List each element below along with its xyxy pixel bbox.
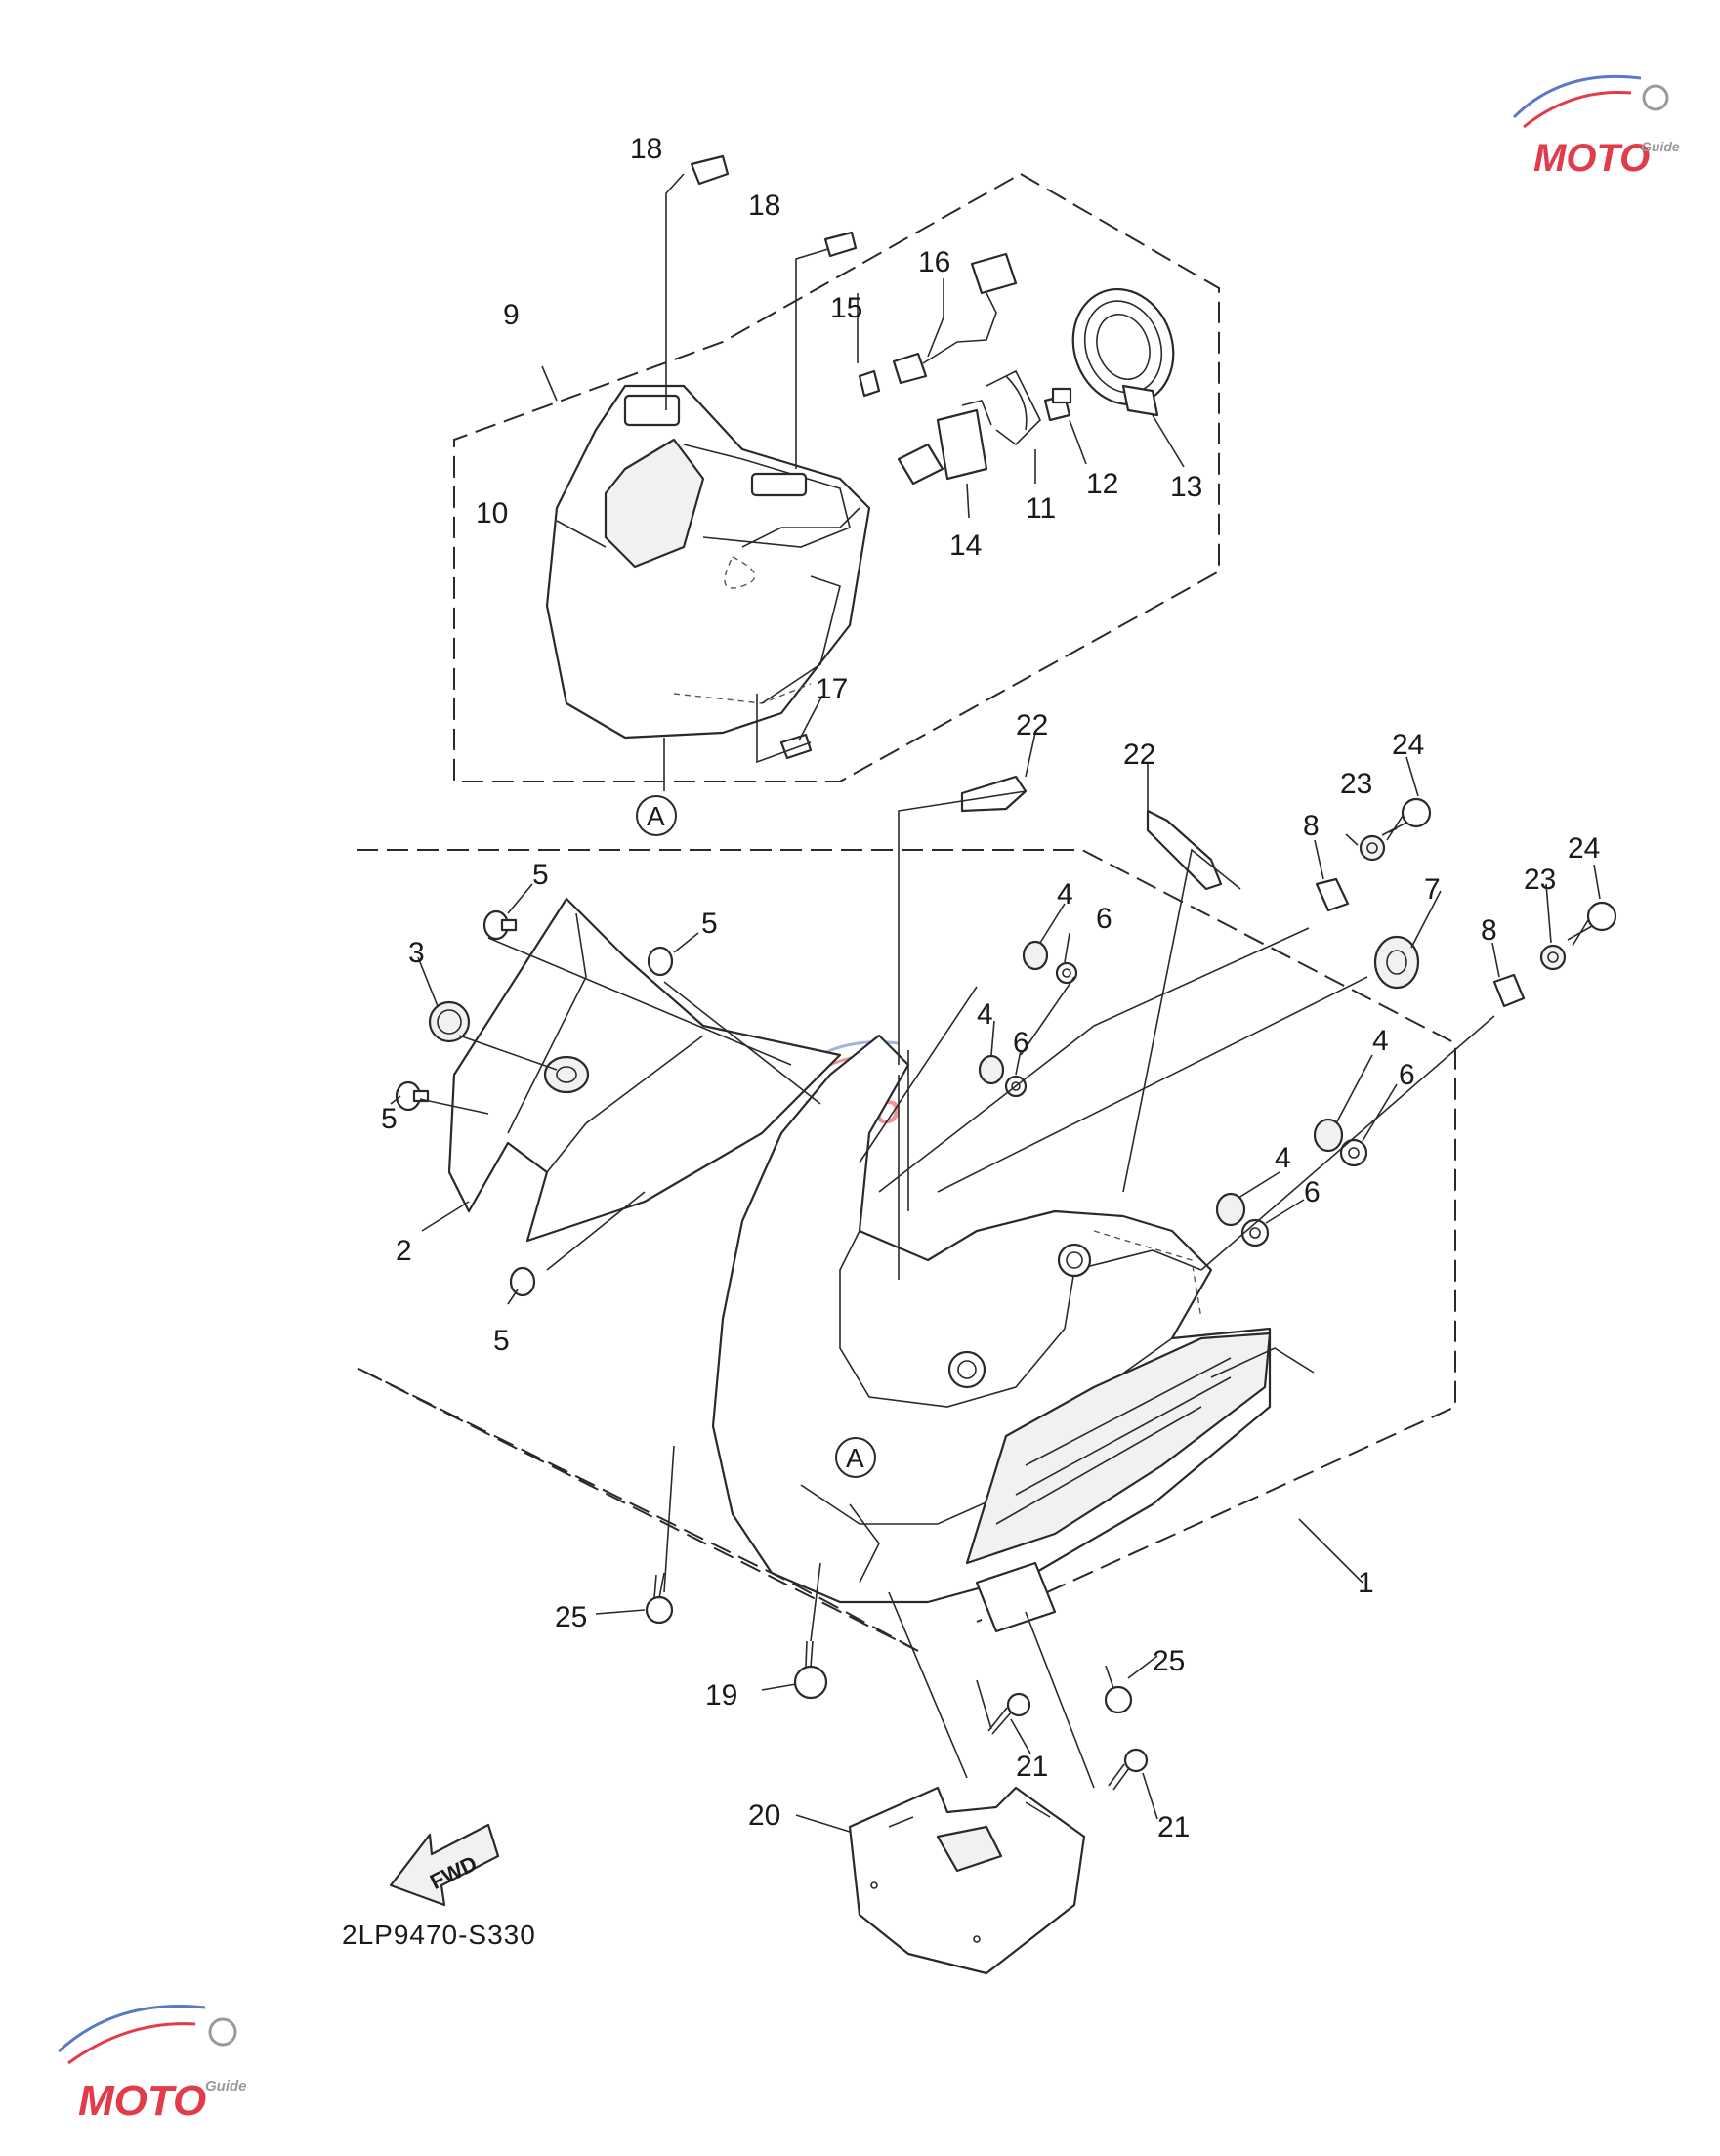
- callout-23a: 23: [1340, 768, 1372, 800]
- washer-6-c: [1339, 1138, 1368, 1167]
- callout-23b: 23: [1524, 864, 1556, 896]
- callout-25a: 25: [555, 1601, 587, 1633]
- bracket-20: [848, 1786, 1086, 1975]
- callout-5a: 5: [532, 859, 549, 891]
- callout-6c: 6: [1399, 1059, 1415, 1091]
- callout-1: 1: [1358, 1567, 1374, 1599]
- nut-8-b: [1492, 973, 1526, 1008]
- cowling-group-boundary: [356, 849, 1456, 1652]
- callout-18b: 18: [748, 190, 780, 222]
- seal-22-a: [960, 775, 1028, 813]
- callout-8a: 8: [1303, 810, 1320, 842]
- callout-5d: 5: [493, 1325, 510, 1357]
- damper-4-c: [1313, 1118, 1344, 1153]
- watermark-logo-bottom: MOTO Guide: [57, 2004, 247, 2125]
- callout-7: 7: [1424, 873, 1441, 906]
- front-cowl-1: [711, 1034, 1272, 1633]
- screw-24-b: [1567, 901, 1617, 947]
- leader-lines: [390, 173, 1601, 1833]
- inner-panel-2: [447, 897, 842, 1243]
- watermark-brand-bottom: MOTO: [78, 2077, 206, 2125]
- callout-4b: 4: [977, 998, 993, 1031]
- bulb-spring-11: [986, 369, 1041, 446]
- screw-21-b: [1108, 1748, 1149, 1791]
- rivet-5-c: [395, 1080, 430, 1112]
- callout-17: 17: [816, 673, 848, 705]
- callout-labels: 1 2 3 4 4 4 4 5 5 5 5 6 6 6 6 7 8 8 9 10…: [381, 133, 1600, 1843]
- callout-22a: 22: [1016, 709, 1048, 741]
- callout-21a: 21: [1016, 1751, 1048, 1783]
- headlight-lens-assembly: [545, 384, 871, 740]
- svg-text:A: A: [846, 1443, 864, 1473]
- watermark-tagline-bottom: Guide: [205, 2078, 247, 2094]
- grommet-3: [428, 1000, 471, 1043]
- screw-25-a: [645, 1572, 674, 1625]
- callout-2: 2: [396, 1235, 412, 1267]
- clip-17: [779, 733, 813, 760]
- clip-18-upper: [690, 154, 730, 186]
- screw-24-a: [1381, 797, 1432, 841]
- watermark-logo-top: MOTO Guide: [1512, 74, 1680, 180]
- reference-marker-a-upper: A: [636, 795, 677, 836]
- drawing-code: 2LP9470-S330: [342, 1920, 536, 1950]
- callout-4a: 4: [1057, 878, 1073, 910]
- callout-24b: 24: [1568, 832, 1600, 865]
- callout-6b: 6: [1013, 1027, 1029, 1059]
- bulb-cover-13: [1071, 287, 1175, 417]
- callout-15: 15: [830, 292, 862, 324]
- nut-8-a: [1315, 877, 1350, 912]
- rivet-5-a: [482, 909, 518, 941]
- clip-18-lower: [823, 231, 858, 258]
- watermark-brand: MOTO: [1533, 137, 1650, 180]
- bolt-19: [793, 1640, 828, 1700]
- callout-24a: 24: [1392, 729, 1424, 761]
- bolt-12: [1043, 387, 1072, 422]
- seal-22-b: [1146, 809, 1223, 891]
- washer-6-d: [1240, 1218, 1270, 1247]
- callout-18a: 18: [630, 133, 662, 165]
- fwd-arrow-icon: FWD: [389, 1823, 500, 1907]
- damper-4-d: [1215, 1192, 1246, 1227]
- callout-10: 10: [476, 497, 508, 529]
- washer-6-a: [1055, 961, 1078, 985]
- collar-23-b: [1539, 944, 1567, 971]
- callout-8b: 8: [1481, 914, 1497, 947]
- callout-19: 19: [705, 1679, 737, 1712]
- callout-21b: 21: [1157, 1811, 1190, 1843]
- rivet-5-d: [509, 1266, 536, 1297]
- svg-text:A: A: [647, 801, 665, 831]
- callout-3: 3: [408, 937, 425, 969]
- callout-22b: 22: [1123, 739, 1155, 771]
- screw-21-a: [987, 1692, 1031, 1735]
- callout-20: 20: [748, 1799, 780, 1832]
- callout-6a: 6: [1096, 903, 1112, 935]
- socket-cord-16: [892, 252, 1018, 385]
- callout-4d: 4: [1275, 1142, 1291, 1174]
- callout-16: 16: [918, 246, 950, 278]
- callout-13: 13: [1170, 471, 1202, 503]
- watermark-tagline: Guide: [1641, 139, 1680, 154]
- callout-4c: 4: [1372, 1025, 1389, 1057]
- callout-25b: 25: [1153, 1645, 1185, 1677]
- collar-23-a: [1359, 834, 1386, 862]
- screw-25-b: [1104, 1665, 1133, 1714]
- headlight-bulb-14: [897, 400, 992, 486]
- damper-4-b: [978, 1054, 1005, 1085]
- callout-14: 14: [949, 529, 982, 562]
- callout-9: 9: [503, 299, 520, 331]
- grommet-7: [1373, 935, 1420, 990]
- position-bulb-15: [858, 369, 881, 398]
- reference-marker-a-lower: A: [835, 1437, 876, 1478]
- headlight-group-boundary: [453, 172, 1220, 782]
- callout-5c: 5: [381, 1103, 398, 1135]
- callout-6d: 6: [1304, 1176, 1321, 1208]
- rivet-5-b: [647, 946, 674, 977]
- callout-11: 11: [1026, 492, 1056, 525]
- damper-4-a: [1022, 940, 1049, 971]
- callout-5b: 5: [701, 908, 718, 940]
- callout-12: 12: [1086, 468, 1118, 500]
